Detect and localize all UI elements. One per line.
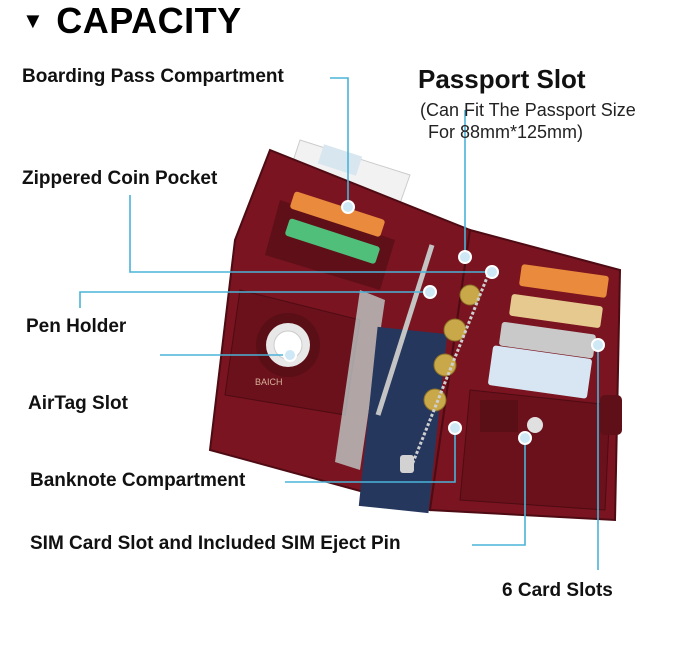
- callout-sim-card: SIM Card Slot and Included SIM Eject Pin: [30, 533, 401, 554]
- callout-leader-lines: [79, 77, 599, 570]
- callout-boarding-pass: Boarding Pass Compartment: [22, 66, 284, 87]
- wallet-left-panel: BAICH: [208, 148, 472, 512]
- callout-passport-slot-title: Passport Slot: [418, 64, 586, 94]
- callout-passport-slot-note-2: For 88mm*125mm): [428, 122, 584, 142]
- callout-airtag-slot: AirTag Slot: [28, 393, 128, 414]
- triangle-marker-icon: ▼: [22, 8, 45, 33]
- section-heading: ▼ CAPACITY: [22, 0, 242, 42]
- callout-dots: [283, 200, 605, 445]
- heading-title: CAPACITY: [56, 0, 242, 41]
- wallet-right-panel: [358, 228, 622, 522]
- callout-pen-holder: Pen Holder: [26, 316, 127, 337]
- callout-banknote: Banknote Compartment: [30, 470, 246, 491]
- callout-passport-slot-note-1: (Can Fit The Passport Size: [420, 100, 636, 120]
- brand-tag: BAICH: [255, 377, 283, 387]
- callout-zippered-coin: Zippered Coin Pocket: [22, 168, 218, 189]
- callout-card-slots: 6 Card Slots: [502, 580, 613, 601]
